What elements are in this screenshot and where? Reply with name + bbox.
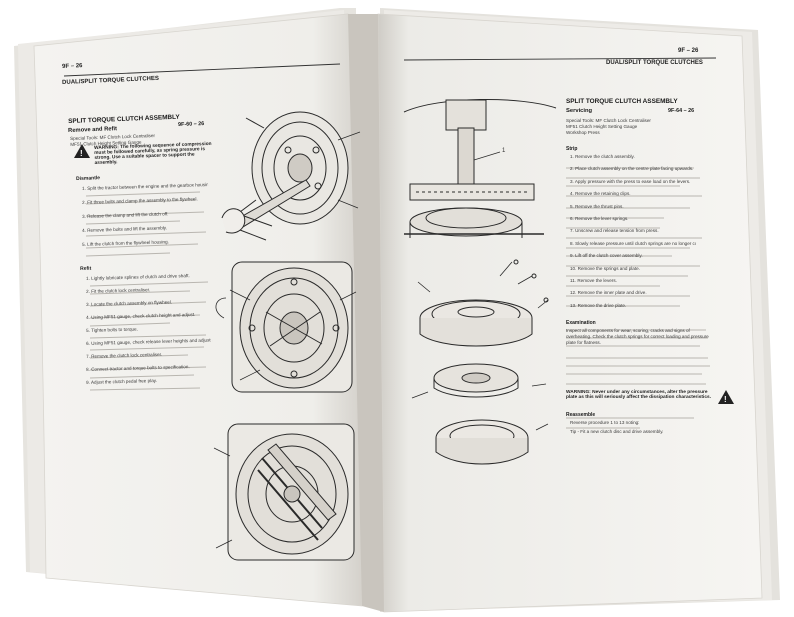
figure-clutch-flywheel-assembly xyxy=(215,261,357,393)
list-item: 7. Unscrew and release tension from pres… xyxy=(570,228,659,234)
left-op-number: 9F-60 – 26 xyxy=(178,120,205,128)
left-header-rule xyxy=(63,63,341,77)
right-special-tools: Special Tools: MF Clutch Lock Centralise… xyxy=(566,118,651,135)
list-item: 3. Apply pressure with the press to ease… xyxy=(570,178,691,184)
left-dismantle-label: Dismantle xyxy=(76,175,101,182)
right-examination-label: Examination xyxy=(566,320,596,326)
right-reassemble-label: Reassemble xyxy=(566,412,596,418)
right-header-rule xyxy=(403,57,717,61)
list-item: 5. Remove the thrust pins. xyxy=(570,203,624,209)
list-item: Tip - Fit a new clutch disc and drive as… xyxy=(570,429,664,434)
list-item: Reverse procedure 1 to 13 noting: xyxy=(570,420,640,425)
svg-text:!: ! xyxy=(80,149,83,158)
right-op-number: 9F-64 – 26 xyxy=(668,108,695,114)
list-item: 1. Remove the clutch assembly. xyxy=(570,154,635,159)
right-page-number: 9F – 26 xyxy=(678,48,699,54)
right-running-head: DUAL/SPLIT TORQUE CLUTCHES xyxy=(606,60,703,66)
right-section-title: SPLIT TORQUE CLUTCH ASSEMBLY xyxy=(566,98,678,105)
list-item: 6. Remove the lever springs. xyxy=(570,216,629,221)
list-item: 2. Place clutch assembly on the centre p… xyxy=(570,166,694,172)
left-body-lines xyxy=(85,191,209,391)
list-item: 11. Remove the levers. xyxy=(570,278,617,283)
right-body-lines xyxy=(566,167,710,429)
figure-callout-label: 1 xyxy=(502,148,506,154)
list-item: 10. Remove the springs and plate. xyxy=(570,265,640,271)
warning-icon: ! xyxy=(74,144,90,158)
figure-exploded-clutch xyxy=(411,259,549,465)
right-examination-text: Inspect all components for wear, scoring… xyxy=(566,328,709,345)
list-item: 9. Lift off the clutch cover assembly. xyxy=(570,253,643,259)
svg-text:!: ! xyxy=(724,395,727,404)
right-subsection: Servicing xyxy=(566,108,593,114)
figure-clutch-lock-tool xyxy=(221,111,361,241)
figure-clutch-height-gauge xyxy=(213,423,355,561)
gutter-shadow xyxy=(348,14,384,612)
left-warning-text: WARNING: The following sequence of compr… xyxy=(94,141,212,166)
right-strip-label: Strip xyxy=(566,146,578,152)
warning-icon: ! xyxy=(718,390,734,404)
list-item: 13. Remove the drive plate. xyxy=(570,302,627,308)
list-item: 8. Slowly release pressure until clutch … xyxy=(570,240,696,246)
figure-press-compression xyxy=(403,98,557,238)
right-warning-text: WARNING: Never under any circumstances, … xyxy=(566,390,712,400)
list-item: 4. Remove the retaining clips. xyxy=(570,191,631,197)
list-item: 12. Remove the inner plate and drive. xyxy=(570,290,647,296)
left-page-number: 9F – 26 xyxy=(62,63,83,70)
left-refit-label: Refit xyxy=(80,265,92,272)
